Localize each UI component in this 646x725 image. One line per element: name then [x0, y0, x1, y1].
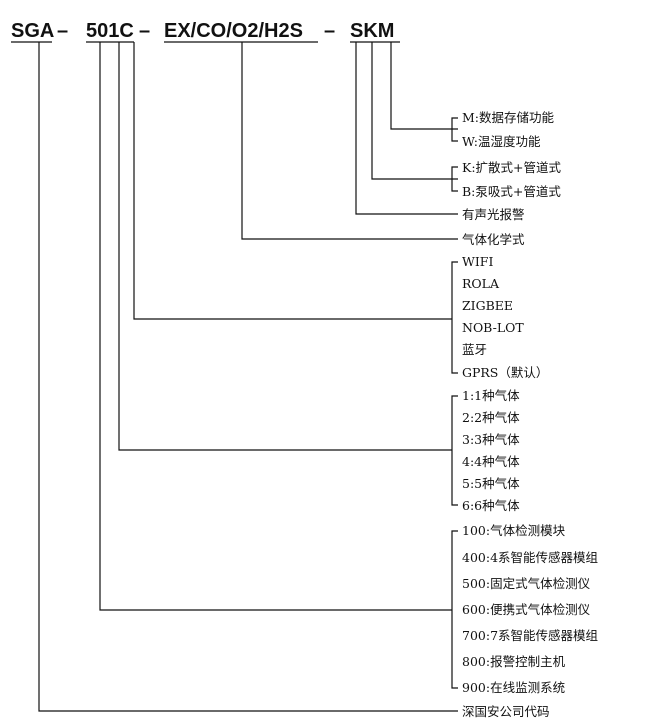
connector-1: [118, 42, 452, 451]
option-label: 有声光报警: [462, 207, 525, 222]
bracket-data-storage: [451, 117, 458, 142]
option-label: 4:4种气体: [462, 454, 520, 469]
bracket-gas-count: [451, 395, 458, 506]
options-gas-formula: 气体化学式: [462, 232, 525, 247]
option-label: WIFI: [462, 254, 493, 269]
option-label: K:扩散式+管道式: [462, 160, 562, 175]
options-alarm: 有声光报警: [462, 207, 525, 222]
code-dash: –: [57, 20, 68, 42]
option-label: 1:1种气体: [462, 388, 520, 403]
option-label: 600:便携式气体检测仪: [462, 602, 591, 617]
option-label: 深国安公司代码: [462, 704, 550, 719]
option-label: 3:3种气体: [462, 432, 520, 447]
options-sampling: K:扩散式+管道式 B:泵吸式+管道式: [462, 160, 562, 199]
bracket-communication: [451, 261, 458, 374]
option-label: 5:5种气体: [462, 476, 520, 491]
option-label: 900:在线监测系统: [462, 680, 565, 695]
code-dash: –: [324, 20, 335, 42]
connector-k: [371, 42, 458, 180]
option-label: W:温湿度功能: [462, 134, 541, 149]
connector-50: [99, 42, 452, 611]
option-label: 6:6种气体: [462, 498, 520, 513]
connector-sga: [38, 42, 458, 712]
code-model: 501C: [86, 20, 134, 42]
options-product-type: 100:气体检测模块 400:4系智能传感器模组 500:固定式气体检测仪 60…: [462, 523, 598, 695]
code-dash: –: [139, 20, 150, 42]
code-suffix: SKM: [350, 20, 394, 42]
option-label: ROLA: [462, 276, 500, 291]
option-label: 蓝牙: [462, 342, 487, 357]
connector-gases: [241, 42, 458, 240]
bracket-sampling: [451, 166, 458, 192]
option-label: NOB-LOT: [462, 320, 524, 335]
options-data-storage: M:数据存储功能 W:温湿度功能: [462, 110, 555, 149]
connector-lines: [38, 42, 458, 712]
option-label: 500:固定式气体检测仪: [462, 576, 591, 591]
connector-c: [133, 42, 452, 320]
code-prefix: SGA: [11, 20, 54, 42]
bracket-product-type: [451, 530, 458, 689]
option-label: 700:7系智能传感器模组: [462, 628, 598, 643]
connector-s: [355, 42, 458, 215]
option-label: 100:气体检测模块: [462, 523, 566, 538]
options-company-code: 深国安公司代码: [462, 704, 550, 719]
option-label: GPRS（默认）: [462, 365, 548, 380]
option-label: 2:2种气体: [462, 410, 520, 425]
option-label: ZIGBEE: [462, 298, 513, 313]
option-label: 800:报警控制主机: [462, 654, 566, 669]
option-label: M:数据存储功能: [462, 110, 555, 125]
option-label: B:泵吸式+管道式: [462, 184, 561, 199]
connector-m: [390, 42, 458, 130]
options-communication: WIFI ROLA ZIGBEE NOB-LOT 蓝牙 GPRS（默认）: [462, 254, 548, 380]
options-gas-count: 1:1种气体 2:2种气体 3:3种气体 4:4种气体 5:5种气体 6:6种气…: [462, 388, 520, 513]
code-gases: EX/CO/O2/H2S: [164, 20, 303, 42]
option-label: 400:4系智能传感器模组: [462, 550, 598, 565]
option-label: 气体化学式: [462, 232, 525, 247]
